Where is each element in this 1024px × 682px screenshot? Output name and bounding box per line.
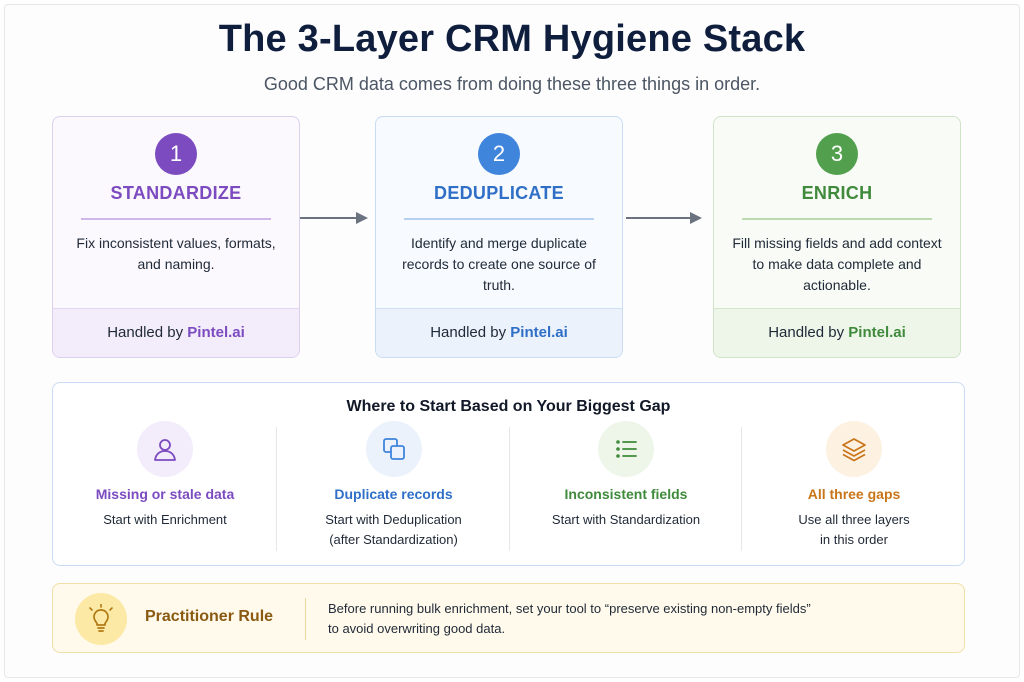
layer-number-badge: 3: [816, 133, 858, 175]
rule-text: Before running bulk enrichment, set your…: [328, 599, 948, 639]
gap-label: Inconsistent fields: [564, 486, 688, 502]
gap-hint-line: in this order: [820, 532, 888, 547]
layer-name: STANDARDIZE: [110, 183, 242, 203]
arrow-right-icon: [300, 212, 368, 224]
layer-footer: Handled by Pintel.ai: [53, 308, 299, 357]
page-title: The 3-Layer CRM Hygiene Stack: [218, 18, 806, 60]
layer-number-badge: 2: [478, 133, 520, 175]
column-divider: [276, 427, 277, 551]
footer-prefix: Handled by: [768, 324, 845, 341]
panel-title: Where to Start Based on Your Biggest Gap: [346, 398, 671, 415]
practitioner-rule-box: Practitioner Rule Before running bulk en…: [52, 583, 965, 653]
footer-prefix: Handled by: [430, 324, 507, 341]
layers-icon: [826, 421, 882, 477]
gap-all-three: All three gaps Use all three layers in t…: [742, 421, 966, 557]
layer-card-standardize: 1 STANDARDIZE Fix inconsistent values, f…: [52, 116, 300, 358]
page-subtitle: Good CRM data comes from doing these thr…: [263, 74, 761, 94]
rule-text-line: to avoid overwriting good data.: [328, 621, 506, 636]
layer-divider: [81, 218, 271, 220]
footer-prefix: Handled by: [107, 324, 184, 341]
gap-hint: Start with Enrichment: [53, 510, 277, 530]
column-divider: [741, 427, 742, 551]
lightbulb-icon: [75, 593, 127, 645]
rule-title: Practitioner Rule: [145, 608, 274, 625]
footer-brand: Pintel.ai: [187, 324, 245, 341]
gap-hint-line: Start with Standardization: [551, 512, 701, 527]
gap-hint-line: (after Standardization): [329, 532, 458, 547]
gap-label: All three gaps: [807, 486, 901, 502]
gap-duplicate-records: Duplicate records Start with Deduplicati…: [277, 421, 510, 557]
gap-hint: Start with Deduplication (after Standard…: [277, 510, 510, 550]
footer-brand: Pintel.ai: [848, 324, 906, 341]
rule-divider: [305, 598, 306, 640]
gap-hint-line: Start with Enrichment: [103, 512, 227, 527]
gap-missing-data: Missing or stale data Start with Enrichm…: [53, 421, 277, 557]
user-icon: [137, 421, 193, 477]
gap-hint: Use all three layers in this order: [742, 510, 966, 550]
layer-footer: Handled by Pintel.ai: [714, 308, 960, 357]
layer-divider: [404, 218, 594, 220]
layer-footer: Handled by Pintel.ai: [376, 308, 622, 357]
rule-text-line: Before running bulk enrichment, set your…: [328, 601, 811, 616]
layer-description: Fill missing fields and add context to m…: [732, 235, 942, 293]
duplicate-icon: [365, 421, 422, 477]
gap-hint-line: Use all three layers: [798, 512, 910, 527]
footer-brand: Pintel.ai: [510, 324, 568, 341]
layer-card-enrich: 3 ENRICH Fill missing fields and add con…: [713, 116, 961, 358]
gap-inconsistent-fields: Inconsistent fields Start with Standardi…: [510, 421, 742, 557]
layer-description: Fix inconsistent values, formats, and na…: [76, 235, 276, 272]
layer-card-deduplicate: 2 DEDUPLICATE Identify and merge duplica…: [375, 116, 623, 358]
gap-hint-line: Start with Deduplication: [325, 512, 462, 527]
layer-divider: [742, 218, 932, 220]
layer-name: DEDUPLICATE: [434, 183, 564, 203]
gap-hint: Start with Standardization: [510, 510, 742, 530]
where-to-start-panel: Where to Start Based on Your Biggest Gap…: [52, 382, 965, 566]
layer-description: Identify and merge duplicate records to …: [402, 235, 596, 293]
gap-label: Missing or stale data: [95, 486, 235, 502]
arrow-right-icon: [626, 212, 702, 224]
list-icon: [598, 421, 654, 477]
layer-name: ENRICH: [801, 183, 873, 203]
gap-label: Duplicate records: [334, 486, 453, 502]
column-divider: [509, 427, 510, 551]
layer-number-badge: 1: [155, 133, 197, 175]
